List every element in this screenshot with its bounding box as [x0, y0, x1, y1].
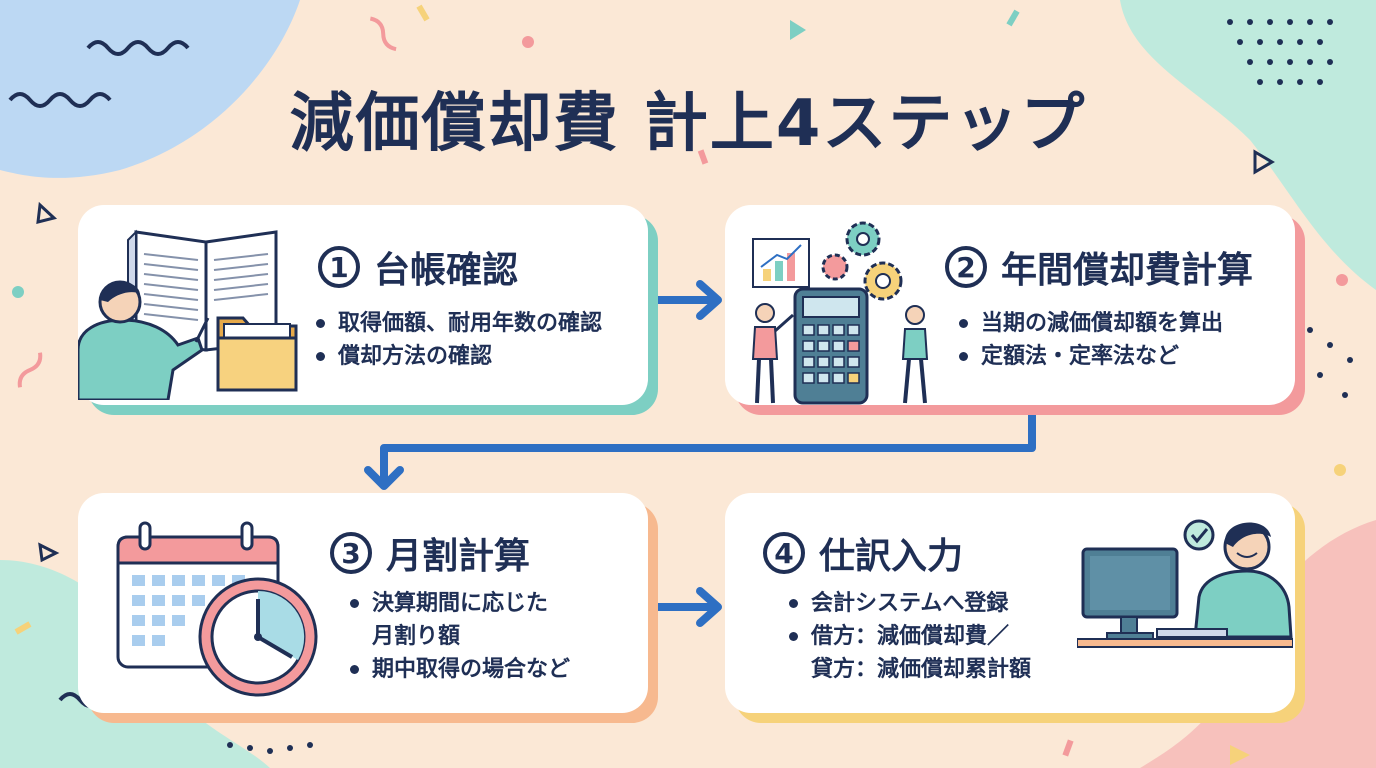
step-4-card: 4 仕訳入力 会計システムへ登録借方：減価償却費／ 貸方：減価償却累計額	[725, 493, 1295, 713]
bullet-line: 貸方：減価償却累計額	[811, 657, 1032, 682]
step-1-bullets: 取得価額、耐用年数の確認償却方法の確認	[312, 307, 602, 373]
step-1-title: 台帳確認	[374, 250, 519, 291]
step-1-heading: 1 台帳確認	[318, 241, 518, 293]
folder-icon	[216, 316, 298, 392]
bullet-line: 月割り額	[372, 624, 461, 649]
step-4-bullets: 会計システムへ登録借方：減価償却費／ 貸方：減価償却累計額	[785, 587, 1031, 686]
person-icon	[1193, 522, 1293, 639]
step-2-bullets: 当期の減価償却額を算出定額法・定率法など	[955, 307, 1223, 373]
step-3-heading: 3 月割計算	[330, 527, 530, 579]
step-3-number: 3	[330, 532, 372, 574]
clock-icon	[198, 577, 318, 697]
step-2-card: 2 年間償却費計算 当期の減価償却額を算出定額法・定率法など	[725, 205, 1295, 405]
step-4-heading: 4 仕訳入力	[763, 527, 963, 579]
calculator-icon	[793, 287, 869, 405]
bullet-item: 会計システムへ登録	[785, 587, 1031, 620]
computer-illustration	[1077, 519, 1293, 648]
step-1-number: 1	[318, 246, 360, 288]
monthly-illustration	[116, 521, 318, 697]
step-2-title: 年間償却費計算	[1001, 250, 1254, 291]
bullet-item: 償却方法の確認	[312, 340, 602, 373]
step-4-title: 仕訳入力	[819, 536, 964, 577]
step-4-number: 4	[763, 532, 805, 574]
bullet-item: 借方：減価償却費／ 貸方：減価償却累計額	[785, 620, 1031, 686]
checkmark-icon	[1183, 519, 1215, 551]
bullet-item: 期中取得の場合など	[346, 653, 570, 686]
person-icon	[78, 280, 210, 400]
bullet-item: 決算期間に応じた月割り額	[346, 587, 570, 653]
step-1-card: 1 台帳確認 取得価額、耐用年数の確認償却方法の確認	[78, 205, 648, 405]
page-title: 減価償却費 計上4ステップ	[289, 87, 1087, 161]
computer-monitor-icon	[1081, 547, 1228, 640]
step-2-number: 2	[945, 246, 987, 288]
step-3-bullets: 決算期間に応じた月割り額期中取得の場合など	[346, 587, 570, 686]
ledger-illustration	[78, 229, 298, 400]
bullet-line: 決算期間に応じた	[372, 591, 549, 616]
gear-icon	[821, 221, 903, 301]
bullet-item: 定額法・定率法など	[955, 340, 1223, 373]
person-icon	[751, 303, 929, 404]
step-2-heading: 2 年間償却費計算	[945, 241, 1253, 293]
bullet-line: 借方：減価償却費／	[811, 624, 1010, 649]
bullet-item: 取得価額、耐用年数の確認	[312, 307, 602, 340]
bar-chart-icon	[752, 238, 810, 288]
bullet-item: 当期の減価償却額を算出	[955, 307, 1223, 340]
step-3-title: 月割計算	[386, 536, 531, 577]
step-3-card: 3 月割計算 決算期間に応じた月割り額期中取得の場合など	[78, 493, 648, 713]
calculation-illustration	[751, 221, 929, 405]
